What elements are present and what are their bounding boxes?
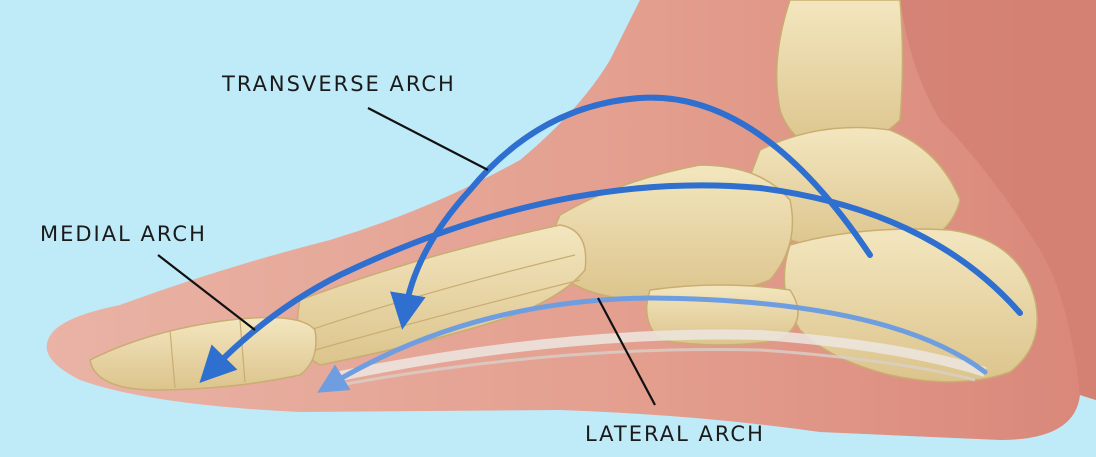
medial-arch-label: MEDIAL ARCH [40, 222, 207, 246]
transverse-arch-label: TRANSVERSE ARCH [222, 72, 456, 96]
transverse-leader-line [368, 108, 488, 170]
lateral-arch-label: LATERAL ARCH [585, 422, 765, 446]
